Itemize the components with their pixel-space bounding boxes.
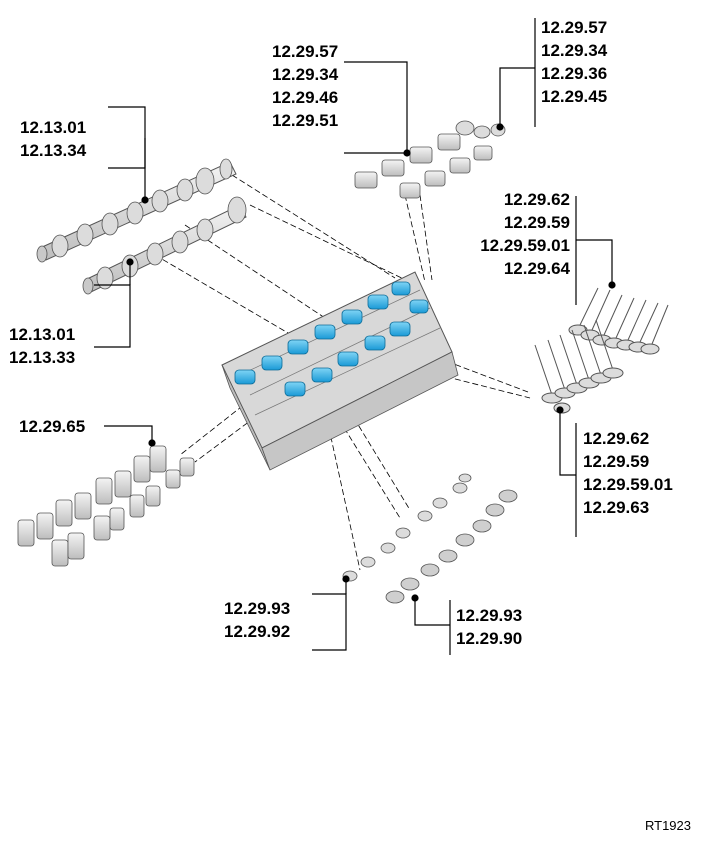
part-number: 12.29.57	[272, 42, 339, 61]
upper-valves	[568, 287, 669, 355]
part-number: 12.29.34	[541, 41, 608, 60]
part-number: 12.29.46	[272, 88, 339, 107]
stem-seals-left	[342, 473, 472, 582]
callout-stem-seals-left: 12.29.93 12.29.92	[224, 597, 290, 643]
part-number: 12.29.64	[503, 259, 570, 278]
valve-springs	[17, 445, 195, 567]
callout-stem-seals-right: 12.29.93 12.29.90	[456, 604, 522, 650]
highlighted-journals	[234, 281, 429, 397]
part-number: 12.13.01	[20, 118, 87, 137]
part-number: 12.29.90	[456, 629, 523, 648]
callout-valve-springs: 12.29.65	[19, 415, 85, 438]
tappets-right	[455, 120, 506, 139]
part-number: 12.29.59.01	[480, 236, 570, 255]
part-number: 12.29.93	[224, 599, 291, 618]
part-number: 12.13.01	[9, 325, 76, 344]
lower-camshaft	[82, 196, 247, 295]
part-number: 12.29.34	[272, 65, 339, 84]
callout-upper-camshaft: 12.13.01 12.13.34	[20, 116, 86, 162]
callout-lower-valves: 12.29.62 12.29.59 12.29.59.01 12.29.63	[583, 427, 673, 519]
part-number: 12.29.62	[503, 190, 570, 209]
callout-upper-valves: 12.29.62 12.29.59 12.29.59.01 12.29.64	[462, 188, 570, 280]
callout-lower-camshaft: 12.13.01 12.13.33	[9, 323, 75, 369]
part-number: 12.29.62	[583, 429, 650, 448]
part-number: 12.29.51	[272, 111, 339, 130]
part-number: 12.29.63	[583, 498, 650, 517]
part-number: 12.29.65	[19, 417, 86, 436]
tappets-left	[354, 133, 493, 199]
upper-camshaft	[36, 158, 237, 263]
part-number: 12.29.93	[456, 606, 523, 625]
part-number: 12.29.45	[541, 87, 608, 106]
figure-reference-code: RT1923	[644, 818, 691, 833]
part-number: 12.29.59	[503, 213, 570, 232]
part-number: 12.29.57	[541, 18, 608, 37]
callout-leaders	[94, 18, 616, 655]
callout-tappets-right: 12.29.57 12.29.34 12.29.36 12.29.45	[541, 16, 607, 108]
stem-seals-right	[385, 489, 518, 604]
part-number: 12.29.59	[583, 452, 650, 471]
callout-tappets-left: 12.29.57 12.29.34 12.29.46 12.29.51	[272, 40, 338, 132]
part-number: 12.29.36	[541, 64, 608, 83]
part-number: 12.13.33	[9, 348, 76, 367]
part-number: 12.29.92	[224, 622, 291, 641]
cylinder-head	[221, 271, 459, 471]
part-number: 12.13.34	[20, 141, 87, 160]
part-number: 12.29.59.01	[583, 475, 673, 494]
